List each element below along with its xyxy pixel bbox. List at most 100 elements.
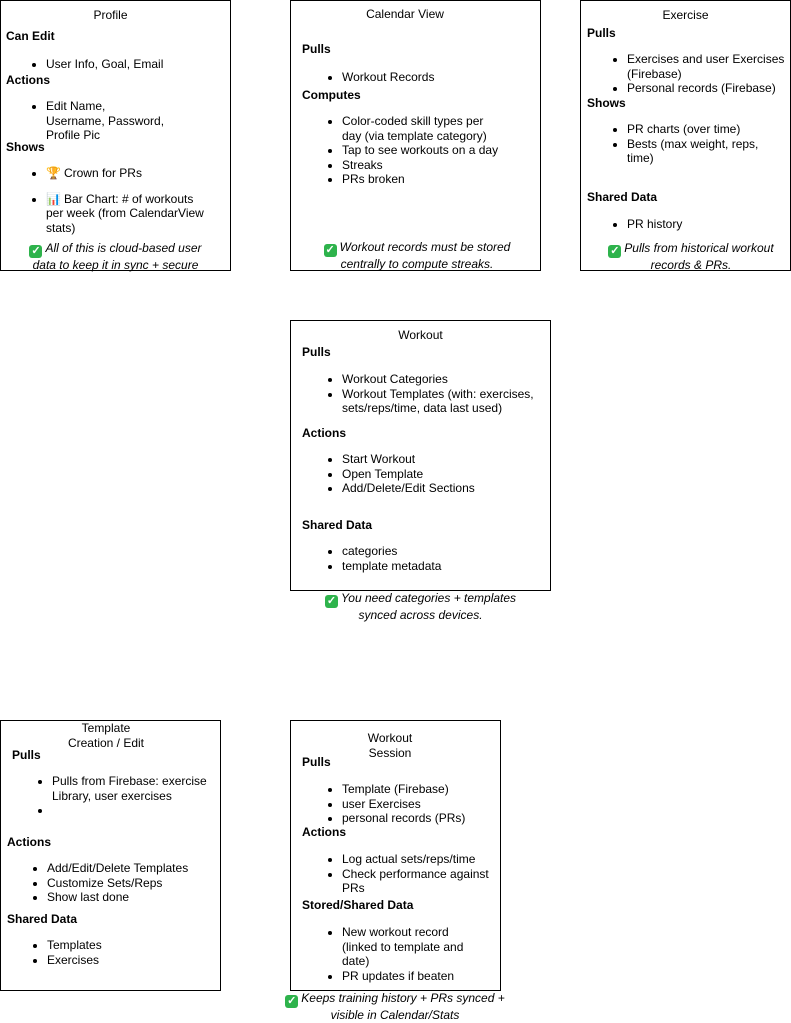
- profile-actions-heading: Actions: [6, 73, 51, 87]
- list-item: Show last done: [47, 890, 227, 905]
- profile-title: Profile: [93, 8, 128, 22]
- bar-chart-icon: 📊: [46, 191, 61, 206]
- workout-note-text: You need categories + templates synced a…: [340, 591, 517, 622]
- session-title-line2: Session: [368, 746, 412, 760]
- calendar-pulls-heading: Pulls: [302, 42, 331, 56]
- workout-session-box: Workout Session Pulls Template (Firebase…: [290, 720, 501, 991]
- workout-actions-heading: Actions: [302, 426, 347, 440]
- list-item: 🏆Crown for PRs: [46, 166, 211, 181]
- template-actions-list: Add/Edit/Delete Templates Customize Sets…: [7, 861, 227, 905]
- exercise-pulls-heading: Pulls: [587, 26, 616, 40]
- list-item: Streaks: [342, 158, 502, 173]
- profile-note-text: All of this is cloud-based user data to …: [32, 241, 202, 272]
- list-item: Edit Name, Username, Password, Profile P…: [46, 99, 166, 143]
- calendar-pulls-list: Workout Records: [302, 70, 522, 85]
- profile-shows-heading: Shows: [6, 140, 45, 154]
- list-item: Templates: [47, 938, 207, 953]
- list-item: Pulls from Firebase: exercise Library, u…: [52, 774, 212, 803]
- list-item: Workout Categories: [342, 372, 552, 387]
- session-actions-heading: Actions: [302, 825, 347, 839]
- calendar-view-title: Calendar View: [366, 7, 444, 21]
- template-title-line1: Template: [81, 721, 131, 735]
- workout-box: Workout Pulls Workout Categories Workout…: [290, 320, 551, 591]
- list-item: Tap to see workouts on a day: [342, 143, 502, 158]
- list-item: PR updates if beaten: [342, 969, 482, 984]
- exercise-note-text: Pulls from historical workout records & …: [624, 241, 774, 272]
- list-item: New workout record (linked to template a…: [342, 925, 482, 969]
- list-item: Color-coded skill types per day (via tem…: [342, 114, 502, 143]
- calendar-note: ✓Workout records must be stored centrall…: [317, 240, 517, 272]
- exercise-shared-list: PR history: [587, 217, 767, 232]
- session-stored-heading: Stored/Shared Data: [302, 898, 414, 912]
- list-item-text: Bar Chart: # of workouts per week (from …: [46, 191, 204, 235]
- list-item: Personal records (Firebase): [627, 81, 791, 96]
- list-item: Workout Templates (with: exercises, sets…: [342, 387, 552, 416]
- workout-shared-heading: Shared Data: [302, 518, 373, 532]
- calendar-note-text: Workout records must be stored centrally…: [339, 240, 511, 271]
- workout-shared-list: categories template metadata: [302, 544, 522, 573]
- trophy-icon: 🏆: [46, 166, 61, 180]
- calendar-computes-list: Color-coded skill types per day (via tem…: [302, 114, 502, 187]
- list-item: [52, 803, 212, 818]
- session-pulls-heading: Pulls: [302, 755, 331, 769]
- workout-title: Workout: [398, 328, 443, 342]
- workout-pulls-list: Workout Categories Workout Templates (wi…: [302, 372, 552, 416]
- check-mark-icon: ✓: [324, 595, 338, 608]
- session-stored-list: New workout record (linked to template a…: [302, 925, 482, 983]
- exercise-shared-heading: Shared Data: [587, 190, 658, 204]
- check-mark-icon: ✓: [285, 995, 299, 1008]
- list-item: Check performance against PRs: [342, 867, 502, 896]
- template-pulls-heading: Pulls: [12, 748, 41, 762]
- list-item: Add/Edit/Delete Templates: [47, 861, 227, 876]
- session-pulls-list: Template (Firebase) user Exercises perso…: [302, 782, 512, 826]
- list-item: Customize Sets/Reps: [47, 876, 227, 891]
- template-title-line2: Creation / Edit: [67, 736, 145, 750]
- session-note: ✓Keeps training history + PRs synced + v…: [285, 991, 505, 1023]
- list-item: Exercises and user Exercises (Firebase): [627, 52, 791, 81]
- profile-can-edit-list: User Info, Goal, Email: [6, 57, 226, 72]
- profile-shows-list: 🏆Crown for PRs 📊Bar Chart: # of workouts…: [6, 166, 211, 235]
- template-creation-box: Template Creation / Edit Pulls Pulls fro…: [0, 720, 221, 991]
- check-mark-icon: ✓: [608, 245, 622, 258]
- list-item: template metadata: [342, 559, 522, 574]
- list-item: Log actual sets/reps/time: [342, 852, 502, 867]
- workout-note: ✓You need categories + templates synced …: [318, 591, 523, 623]
- list-item: User Info, Goal, Email: [46, 57, 226, 72]
- exercise-title: Exercise: [662, 8, 709, 22]
- check-mark-icon: ✓: [29, 245, 43, 258]
- session-title-line1: Workout: [367, 731, 413, 745]
- calendar-computes-heading: Computes: [302, 88, 361, 102]
- list-item: Template (Firebase): [342, 782, 512, 797]
- list-item: PR charts (over time): [627, 122, 772, 137]
- list-item: 📊Bar Chart: # of workouts per week (from…: [46, 192, 211, 236]
- session-note-text: Keeps training history + PRs synced + vi…: [301, 991, 505, 1022]
- profile-can-edit-heading: Can Edit: [6, 29, 55, 43]
- workout-pulls-heading: Pulls: [302, 345, 331, 359]
- exercise-shows-heading: Shows: [587, 96, 626, 110]
- exercise-note: ✓Pulls from historical workout records &…: [605, 241, 777, 273]
- template-pulls-list: Pulls from Firebase: exercise Library, u…: [12, 774, 212, 818]
- exercise-box: Exercise Pulls Exercises and user Exerci…: [580, 0, 791, 273]
- template-shared-list: Templates Exercises: [7, 938, 207, 967]
- calendar-view-box: Calendar View Pulls Workout Records Comp…: [290, 0, 541, 271]
- check-mark-icon: ✓: [323, 244, 337, 257]
- list-item: Exercises: [47, 953, 207, 968]
- list-item: Workout Records: [342, 70, 522, 85]
- template-title: Template Creation / Edit: [1, 721, 211, 751]
- profile-note: ✓All of this is cloud-based user data to…: [23, 241, 208, 273]
- list-item: Start Workout: [342, 452, 542, 467]
- workout-actions-list: Start Workout Open Template Add/Delete/E…: [302, 452, 542, 496]
- list-item: Bests (max weight, reps, time): [627, 137, 772, 166]
- list-item: user Exercises: [342, 797, 512, 812]
- list-item: PR history: [627, 217, 767, 232]
- template-shared-heading: Shared Data: [7, 912, 78, 926]
- list-item: Add/Delete/Edit Sections: [342, 481, 542, 496]
- session-title: Workout Session: [291, 731, 489, 761]
- exercise-pulls-list: Exercises and user Exercises (Firebase) …: [587, 52, 791, 96]
- session-actions-list: Log actual sets/reps/time Check performa…: [302, 852, 502, 896]
- list-item-text: Crown for PRs: [63, 166, 142, 180]
- list-item: Open Template: [342, 467, 542, 482]
- list-item: categories: [342, 544, 522, 559]
- template-actions-heading: Actions: [7, 835, 52, 849]
- exercise-shows-list: PR charts (over time) Bests (max weight,…: [587, 122, 772, 166]
